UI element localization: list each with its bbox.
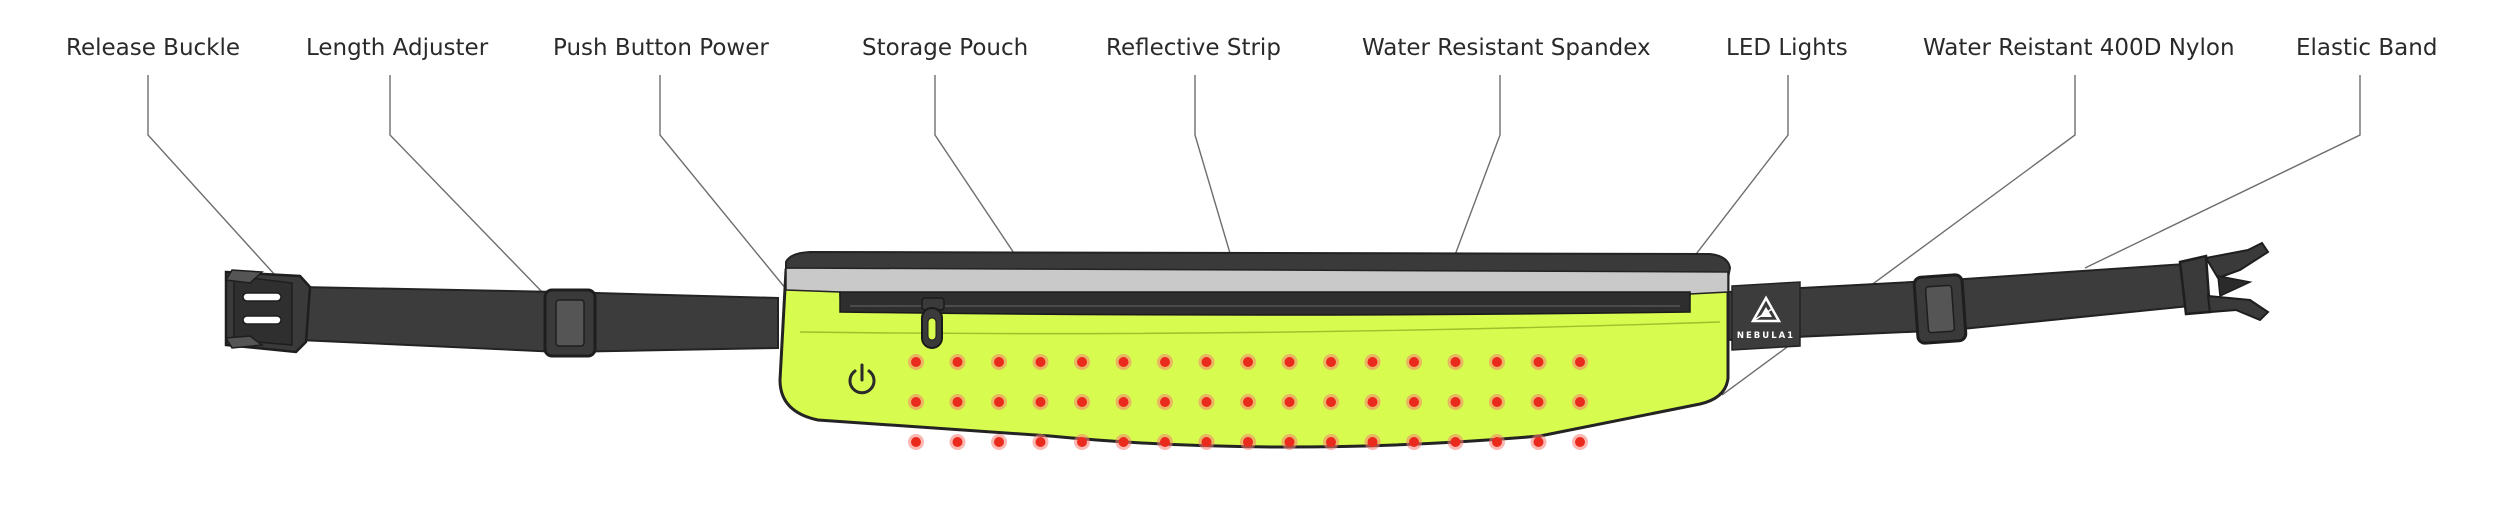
led-light [1450, 437, 1461, 447]
label-water-reistant-nylon: Water Reistant 400D Nylon [1923, 35, 2235, 61]
led-light [994, 397, 1004, 407]
led-light [1284, 437, 1295, 447]
led-light [1367, 357, 1378, 367]
label-length-adjuster: Length Adjuster [306, 35, 489, 61]
led-light [911, 357, 921, 367]
led-light [911, 437, 921, 447]
leader-elastic-band [2084, 75, 2361, 269]
led-light [911, 397, 921, 407]
power-button-icon [848, 363, 876, 395]
led-light [1492, 437, 1502, 447]
callout-labels: Release Buckle Length Adjuster Push Butt… [66, 35, 2437, 61]
led-light [1284, 357, 1295, 367]
led-light [1533, 397, 1544, 407]
led-light [1575, 357, 1585, 367]
led-light [1035, 437, 1046, 447]
brand-name: NEBULA1 [1737, 331, 1795, 341]
length-adjuster-left [543, 288, 597, 358]
led-light [1575, 437, 1585, 447]
led-light [1077, 397, 1087, 407]
led-light [1409, 357, 1419, 367]
led-light [1160, 437, 1170, 447]
brand-logo-icon [1750, 295, 1782, 323]
led-light [1243, 437, 1253, 447]
led-light [952, 437, 963, 447]
led-light [1367, 397, 1378, 407]
label-storage-pouch: Storage Pouch [862, 35, 1028, 61]
led-light [1284, 397, 1295, 407]
label-led-lights: LED Lights [1726, 35, 1848, 61]
storage-pouch-zipper [839, 291, 1691, 316]
label-release-buckle: Release Buckle [66, 35, 240, 61]
leader-reflective-strip [1194, 75, 1233, 261]
led-light [1326, 397, 1336, 407]
led-light [994, 357, 1004, 367]
led-light [1160, 397, 1170, 407]
led-light [1118, 357, 1129, 367]
buckle-clip-right [2178, 241, 2270, 322]
led-light [1326, 357, 1336, 367]
led-light [1409, 437, 1419, 447]
label-water-resistant-spandex: Water Resistant Spandex [1362, 35, 1651, 61]
led-light [1243, 357, 1253, 367]
led-light [1492, 397, 1502, 407]
zipper-pull [921, 297, 945, 349]
led-light [1367, 437, 1378, 447]
length-adjuster-right [1912, 273, 1968, 345]
leader-push-button-power [659, 75, 841, 356]
label-push-button-power: Push Button Power [553, 35, 769, 61]
pouch-body [778, 250, 1732, 449]
led-light [1035, 357, 1046, 367]
leader-length-adjuster [389, 75, 546, 296]
left-elastic-band [299, 285, 779, 354]
led-light [1160, 357, 1170, 367]
led-light [1533, 357, 1544, 367]
leader-release-buckle [147, 75, 276, 276]
led-light [1201, 397, 1212, 407]
led-light [1326, 437, 1336, 447]
leader-lines [147, 75, 2361, 396]
label-reflective-strip: Reflective Strip [1106, 35, 1281, 61]
led-light [1533, 437, 1544, 447]
led-light [1201, 357, 1212, 367]
led-light [1450, 357, 1461, 367]
label-elastic-band: Elastic Band [2296, 35, 2437, 61]
release-buckle [224, 269, 312, 354]
led-light [1035, 397, 1046, 407]
led-light [952, 397, 963, 407]
led-light [1409, 397, 1419, 407]
led-light [994, 437, 1004, 447]
led-light [1118, 397, 1129, 407]
led-light [1575, 397, 1585, 407]
led-light [1450, 397, 1461, 407]
led-light [1201, 437, 1212, 447]
led-light [1492, 357, 1502, 367]
led-light [1077, 437, 1087, 447]
leader-storage-pouch [934, 75, 1041, 293]
led-light [1077, 357, 1087, 367]
brand-tab: NEBULA1 [1731, 281, 1801, 351]
led-lights-grid [908, 354, 1588, 450]
led-light [1118, 437, 1129, 447]
led-light [1243, 397, 1253, 407]
led-light [952, 357, 963, 367]
leader-water-resistant-spandex [1454, 75, 1501, 256]
